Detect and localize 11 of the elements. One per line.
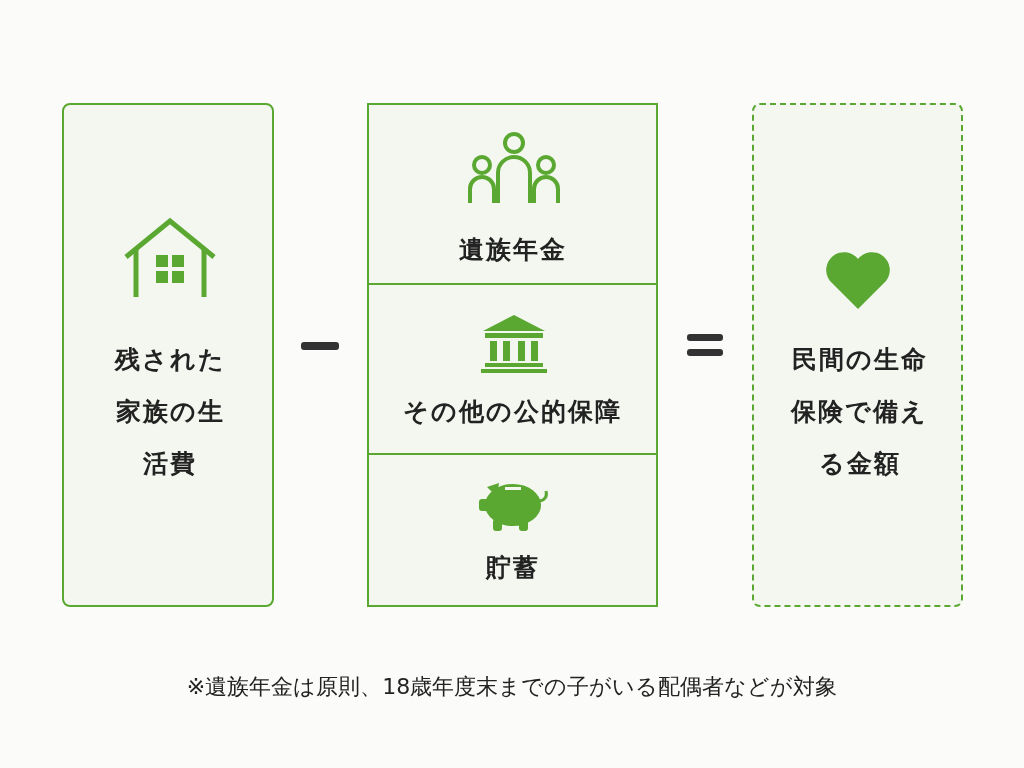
dashed-result-box: [752, 103, 963, 607]
item-box: [367, 453, 658, 607]
item-box: [367, 103, 658, 285]
footnote: ※遺族年金は原則、18歳年度末までの子がいる配偶者などが対象: [186, 673, 838, 701]
item-box: [367, 283, 658, 455]
box-label: 貯蓄: [484, 552, 541, 584]
box-label: 民間の生命保険で備える金額: [789, 344, 929, 480]
item-box: [62, 103, 274, 607]
box-label: 遺族年金: [457, 234, 568, 266]
box-label: その他の公的保障: [402, 396, 623, 428]
box-label: 残された家族の生活費: [113, 344, 227, 480]
